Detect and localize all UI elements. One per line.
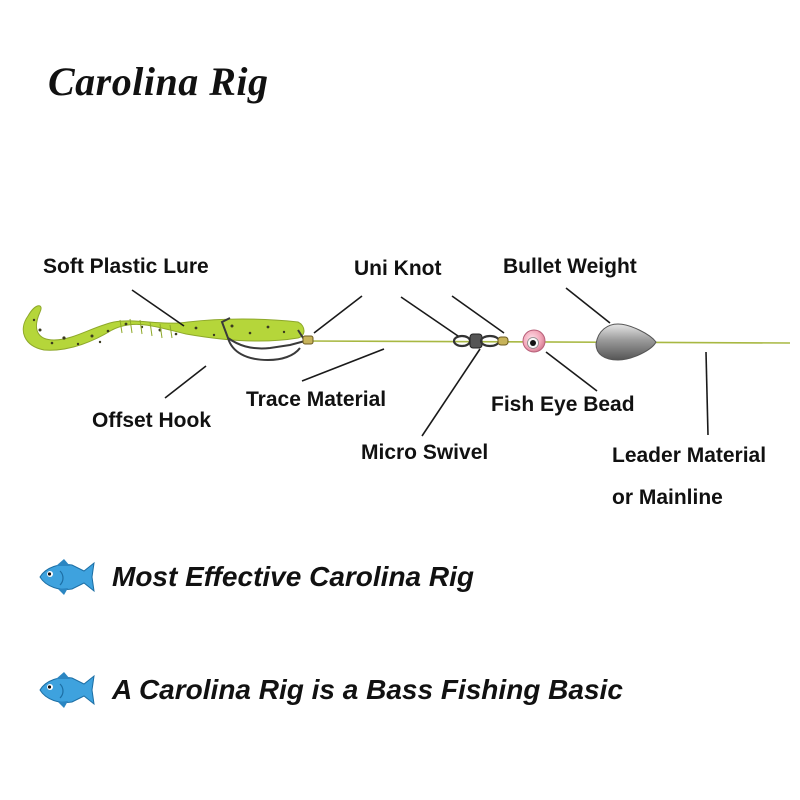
- fish-icon: [39, 559, 95, 595]
- leader-uni-knot-right: [451, 295, 505, 334]
- label-uni-knot: Uni Knot: [354, 257, 442, 280]
- tagline-2: A Carolina Rig is a Bass Fishing Basic: [112, 674, 623, 705]
- tagline-row-2: A Carolina Rig is a Bass Fishing Basic: [38, 668, 623, 712]
- diagram-title: Carolina Rig: [48, 59, 269, 104]
- offset-hook: [220, 317, 307, 362]
- soft-plastic-lure: [22, 305, 305, 351]
- leader-offset-hook: [164, 365, 207, 399]
- leader-fish-eye-bead: [545, 351, 598, 392]
- label-micro-swivel: Micro Swivel: [361, 441, 489, 464]
- hook-eye: [302, 335, 314, 345]
- label-offset-hook: Offset Hook: [92, 409, 212, 432]
- leader-uni-knot-mid: [400, 296, 459, 337]
- leader-leader-material: [705, 351, 709, 436]
- fish-icon: [39, 672, 95, 708]
- leader-bullet-weight: [565, 287, 611, 324]
- label-fish-eye-bead: Fish Eye Bead: [491, 393, 635, 416]
- micro-swivel: [452, 333, 509, 349]
- label-leader-material: Leader Material: [612, 444, 767, 467]
- tagline-row-1: Most Effective Carolina Rig: [38, 555, 474, 599]
- leader-uni-knot-left: [313, 295, 363, 334]
- label-or-mainline: or Mainline: [612, 486, 723, 509]
- tagline-1: Most Effective Carolina Rig: [112, 561, 475, 592]
- leader-micro-swivel: [421, 348, 481, 437]
- label-trace-material: Trace Material: [246, 388, 387, 411]
- leader-trace-material: [301, 348, 385, 382]
- fishing-line: [304, 340, 791, 344]
- fish-eye-bead: [522, 329, 546, 353]
- bullet-weight: [595, 323, 657, 361]
- label-bullet-weight: Bullet Weight: [503, 255, 637, 278]
- leader-soft-plastic-lure: [131, 289, 185, 327]
- label-soft-plastic-lure: Soft Plastic Lure: [43, 255, 209, 278]
